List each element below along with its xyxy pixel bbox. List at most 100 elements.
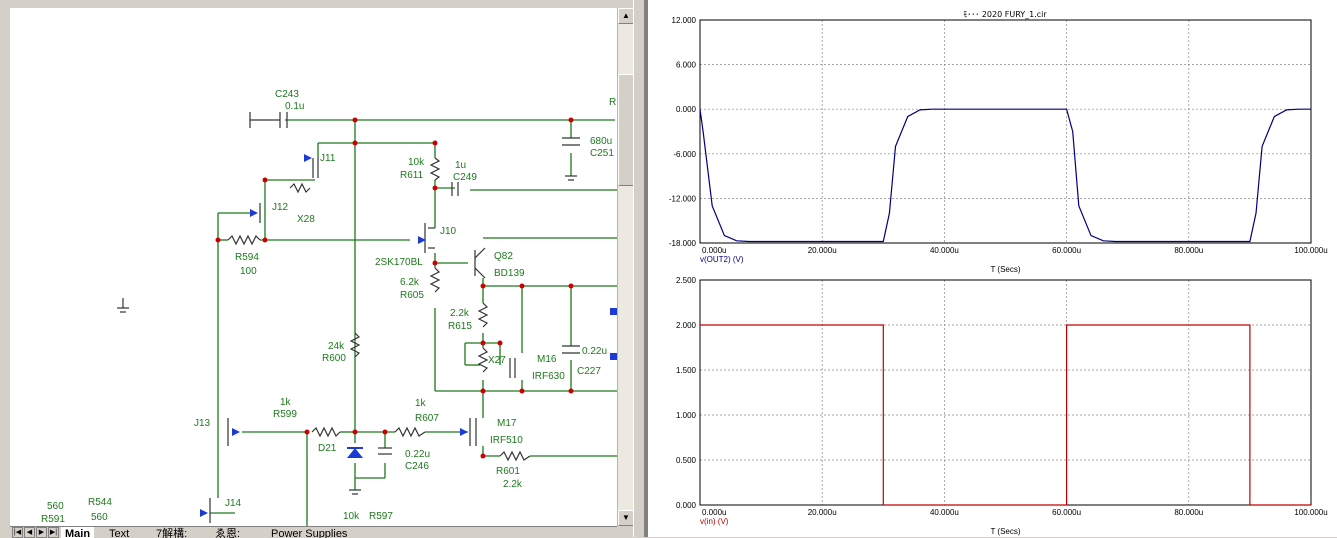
schematic-window: C243 0.1u J11 J12 X28 R594 100 R611 10k … bbox=[0, 0, 645, 538]
value-j10: 2SK170BL bbox=[375, 257, 423, 268]
value-m16: IRF630 bbox=[532, 371, 565, 382]
value-c251: 680u bbox=[590, 136, 612, 147]
bottom-x-axis-title: T (Secs) bbox=[990, 527, 1020, 536]
label-j11: J11 bbox=[320, 153, 336, 164]
plot-canvas: ﾓ･･･ 2020 FURY_1.cir 12.000 6.000 0.000 -6.0… bbox=[669, 10, 1328, 536]
top-trace-line bbox=[699, 108, 1311, 243]
top-x-tick-label: 0.000u bbox=[702, 246, 726, 255]
top-plot-frame bbox=[699, 19, 1312, 244]
label-d21: D21 bbox=[318, 443, 337, 454]
label-r591: R591 bbox=[41, 514, 65, 525]
tab-last-icon[interactable]: ▶| bbox=[48, 527, 59, 538]
bottom-x-tick-label: 100.000u bbox=[1294, 508, 1327, 517]
top-x-axis-title: T (Secs) bbox=[990, 265, 1020, 274]
tab-main[interactable]: Main bbox=[61, 527, 95, 538]
label-r594: R594 bbox=[235, 252, 259, 263]
label-j12: J12 bbox=[272, 202, 289, 213]
label-r544: R544 bbox=[88, 497, 112, 508]
label-c246: C246 bbox=[405, 461, 429, 472]
value-c246: 0.22u bbox=[405, 449, 430, 460]
value-r591: 560 bbox=[47, 501, 64, 512]
value-r544: 560 bbox=[91, 512, 108, 523]
schematic-labels: C243 0.1u J11 J12 X28 R594 100 R611 10k … bbox=[41, 89, 616, 525]
tab-power-supplies[interactable]: Power Supplies bbox=[271, 528, 348, 538]
label-j13: J13 bbox=[194, 418, 211, 429]
label-r597: R597 bbox=[369, 511, 393, 522]
schematic-junctions bbox=[215, 117, 574, 459]
top-y-tick-label: -12.000 bbox=[669, 194, 697, 203]
value-q82: BD139 bbox=[494, 268, 525, 279]
schematic-components bbox=[117, 112, 580, 523]
label-r611: R611 bbox=[400, 170, 424, 181]
tab-first-icon[interactable]: |◀ bbox=[12, 527, 23, 538]
bottom-trace-line bbox=[700, 324, 1311, 506]
label-r615: R615 bbox=[448, 321, 472, 332]
tab-page-4[interactable]: ゑ恩: bbox=[215, 528, 241, 538]
scroll-down-arrow-icon[interactable]: ▼ bbox=[618, 510, 634, 526]
label-q82: Q82 bbox=[494, 251, 513, 262]
top-y-tick-label: 12.000 bbox=[672, 16, 697, 25]
value-r599: 1k bbox=[280, 397, 292, 408]
value-r600: 24k bbox=[328, 341, 345, 352]
scroll-up-arrow-icon[interactable]: ▲ bbox=[618, 8, 634, 24]
top-y-tick-label: -6.000 bbox=[673, 150, 696, 159]
bottom-y-tick-label: 2.000 bbox=[676, 321, 697, 330]
value-r611: 10k bbox=[408, 157, 425, 168]
top-y-tick-label: -18.000 bbox=[669, 239, 697, 248]
bottom-y-tick-label: 1.000 bbox=[676, 411, 697, 420]
value-r601: 2.2k bbox=[503, 479, 523, 490]
label-c251: C251 bbox=[590, 148, 614, 159]
bottom-x-tick-label: 20.000u bbox=[808, 508, 837, 517]
window-splitter[interactable] bbox=[633, 0, 645, 537]
tab-page-3[interactable]: 7解構: bbox=[156, 528, 188, 538]
top-x-tick-label: 80.000u bbox=[1174, 246, 1203, 255]
schematic-canvas[interactable]: C243 0.1u J11 J12 X28 R594 100 R611 10k … bbox=[10, 8, 617, 526]
bottom-y-tick-label: 2.500 bbox=[676, 276, 697, 285]
top-x-tick-label: 60.000u bbox=[1052, 246, 1081, 255]
value-r597: 10k bbox=[343, 511, 360, 522]
bottom-y-tick-label: 0.500 bbox=[676, 456, 697, 465]
value-r605: 6.2k bbox=[400, 277, 420, 288]
label-c243: C243 bbox=[275, 89, 299, 100]
label-j10: J10 bbox=[440, 226, 457, 237]
tab-next-icon[interactable]: ▶ bbox=[36, 527, 47, 538]
tab-prev-icon[interactable]: ◀ bbox=[24, 527, 35, 538]
bottom-x-tick-label: 0.000u bbox=[702, 508, 726, 517]
schematic-page-tabs: |◀ ◀ ▶ ▶| Main Text 7解構: ゑ恩: Power Suppl… bbox=[10, 526, 617, 538]
top-y-tick-label: 0.000 bbox=[676, 105, 697, 114]
top-x-tick-label: 20.000u bbox=[808, 246, 837, 255]
bottom-x-tick-label: 60.000u bbox=[1052, 508, 1081, 517]
label-partial-r: R bbox=[609, 97, 616, 108]
label-r600: R600 bbox=[322, 353, 346, 364]
top-x-tick-label: 40.000u bbox=[930, 246, 959, 255]
value-c227: 0.22u bbox=[582, 346, 607, 357]
top-x-tick-label: 100.000u bbox=[1294, 246, 1327, 255]
value-c249: 1u bbox=[455, 160, 466, 171]
plot-title: ﾓ･･･ 2020 FURY_1.cir bbox=[963, 10, 1047, 19]
value-c243: 0.1u bbox=[285, 101, 304, 112]
bottom-x-tick-label: 40.000u bbox=[930, 508, 959, 517]
label-j14: J14 bbox=[225, 498, 242, 509]
bottom-plot-frame bbox=[699, 279, 1312, 506]
tab-text[interactable]: Text bbox=[109, 528, 130, 538]
label-m16: M16 bbox=[537, 354, 557, 365]
value-r607: 1k bbox=[415, 398, 427, 409]
bottom-y-tick-label: 0.000 bbox=[676, 501, 697, 510]
bottom-y-tick-label: 1.500 bbox=[676, 366, 697, 375]
label-c249: C249 bbox=[453, 172, 477, 183]
schematic-vertical-scrollbar[interactable]: ▲ ▼ bbox=[617, 8, 634, 526]
top-trace-label: v(OUT2) (V) bbox=[700, 255, 744, 264]
bottom-trace-label: v(in) (V) bbox=[700, 517, 729, 526]
label-x27: X27 bbox=[488, 355, 506, 366]
value-m17: IRF510 bbox=[490, 435, 523, 446]
label-r599: R599 bbox=[273, 409, 297, 420]
diode-d21-icon bbox=[347, 448, 363, 458]
top-y-tick-label: 6.000 bbox=[676, 61, 697, 70]
label-x28: X28 bbox=[297, 214, 315, 225]
label-m17: M17 bbox=[497, 418, 517, 429]
label-r601: R601 bbox=[496, 466, 520, 477]
label-r605: R605 bbox=[400, 290, 424, 301]
scroll-thumb[interactable] bbox=[618, 74, 634, 186]
value-r594: 100 bbox=[240, 266, 257, 277]
value-r615: 2.2k bbox=[450, 308, 470, 319]
